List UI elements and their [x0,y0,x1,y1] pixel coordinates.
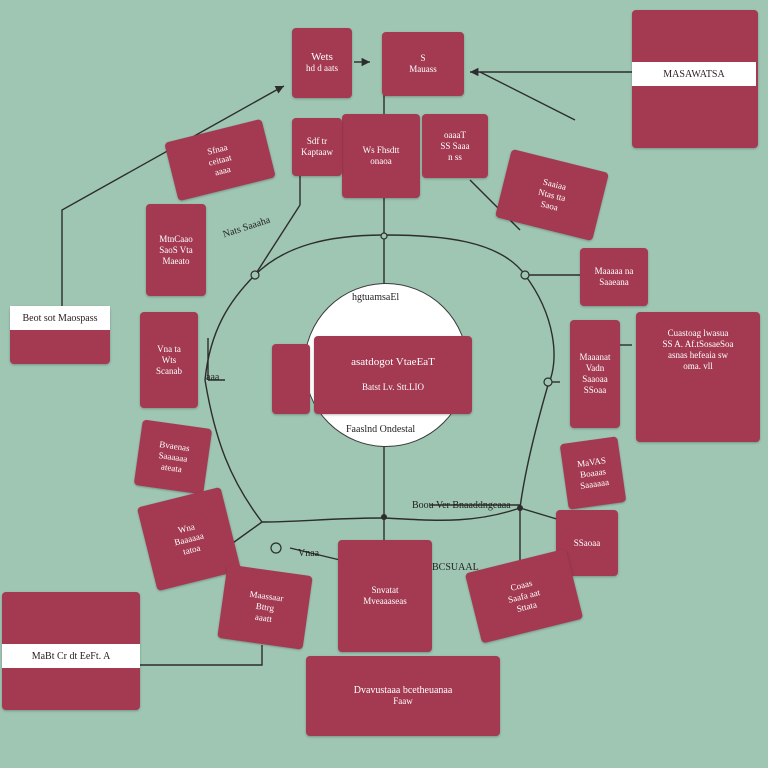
hub-bottom-label: Faaslnd Ondestal [346,424,416,435]
node-left-top-line-1: Sdf tr [306,136,328,146]
node-left-top-line-2: Kaptaaw [301,147,333,157]
node-right-top[interactable]: oaaaT SS Saaa n ss [422,114,488,178]
node-top-2-line-1: S [420,53,426,63]
node-left-low-line-3: ateata [160,460,183,474]
node-left-mid-line-1: MtnCaao [159,233,193,244]
node-right-mid-line-2: Saaeana [599,277,629,287]
node-bottom-2-line-2: Mveaaaseas [363,596,407,606]
node-top-1[interactable]: Wets hd d aats [292,28,352,98]
node-right-bottom-line-1: SSaoaa [573,537,601,548]
node-right-top-line-1: oaaaT [444,129,466,140]
box-right[interactable]: Cuastoag lwasua SS A. Af.tSosaeSoa asnas… [636,312,760,442]
node-bottom-2-line-1: Snvatat [371,585,399,595]
hub-card-line-1: asatdogot VtaeEaT [351,356,435,368]
box-right-line-2: SS A. Af.tSosaeSoa [662,339,734,349]
line-label-bottom-right: BCSUAAL [432,562,479,573]
node-right-inner[interactable]: Maaanat Vadn Saaoaa SSoaa [570,320,620,428]
node-top-2[interactable]: S Mauass [382,32,464,96]
line-label-bottom-left: Vnaa [298,548,320,559]
node-center-top-line-2: onaoa [370,156,392,166]
node-left-inner-line-2: Wts [161,354,177,365]
node-left-low[interactable]: Bvaenas Saaaaaa ateata [133,419,213,495]
node-center-top-line-1: Ws Fhsdtt [362,145,400,155]
node-right-top-line-2: SS Saaa [440,140,470,151]
node-top-2-line-2: Mauass [409,64,437,74]
node-right-inner-line-4: SSoaa [583,385,607,395]
box-top-right-band: MASAWATSA [632,62,756,86]
node-bottom-wide-line-1: Dvavustaaa bcetheuanaa [353,685,453,696]
box-bottom-left-band: MaBt Cr dt EeFt. A [2,644,140,668]
node-left-inner-line-1: Vna ta [157,343,181,354]
hub-card-line-2: Batst Lv. Stt.LIO [362,382,424,392]
node-right-inner-line-3: Saaoaa [582,374,608,384]
node-left-mid[interactable]: MtnCaao SaoS Vta Maeato [146,204,206,296]
node-tilted-left-line-3: aaaa [213,163,232,177]
box-left-band: Beot sot Maospass [10,306,110,330]
box-right-line-3: asnas hefeaia sw [668,350,728,360]
node-right-inner-line-2: Vadn [585,363,605,373]
node-right-top-line-3: n ss [448,151,462,162]
node-bottom-wide[interactable]: Dvavustaaa bcetheuanaa Faaw [306,656,500,736]
hub-side-block [272,344,310,414]
node-right-mid[interactable]: Maaaaa na Saaeana [580,248,648,306]
line-label-left-tick: aaa [206,372,220,383]
hub-top-label: hgtuamsaEl [352,292,400,303]
box-right-line-4: oma. vll [683,361,713,371]
hub-card[interactable]: asatdogot VtaeEaT Batst Lv. Stt.LIO [314,336,472,414]
node-top-1-line-2: hd d aats [306,63,338,73]
node-bottom-2[interactable]: Snvatat Mveaaaseas [338,540,432,652]
node-right-inner-line-1: Maaanat [579,352,611,362]
node-center-top[interactable]: Ws Fhsdtt onaoa [342,114,420,198]
node-right-mid-line-1: Maaaaa na [594,266,634,276]
node-bottom-wide-line-2: Faaw [393,696,413,706]
line-label-bottom-center: Boou Ver Bnaaddngeaaa [412,500,511,511]
node-bottom-1[interactable]: Maassaar Bttrg aaatt [217,564,313,650]
node-left-mid-line-3: Maeato [162,255,190,266]
node-left-inner-line-3: Scanab [156,365,182,376]
node-bottom-1-line-3: aaatt [254,611,273,624]
node-right-low[interactable]: MaVAS Boaaas Saaaaaa [559,436,627,510]
node-left-top[interactable]: Sdf tr Kaptaaw [292,118,342,176]
box-right-line-1: Cuastoag lwasua [667,328,729,338]
node-top-1-line-1: Wets [311,51,333,63]
node-left-mid-line-2: SaoS Vta [159,244,193,255]
node-left-inner[interactable]: Vna ta Wts Scanab [140,312,198,408]
